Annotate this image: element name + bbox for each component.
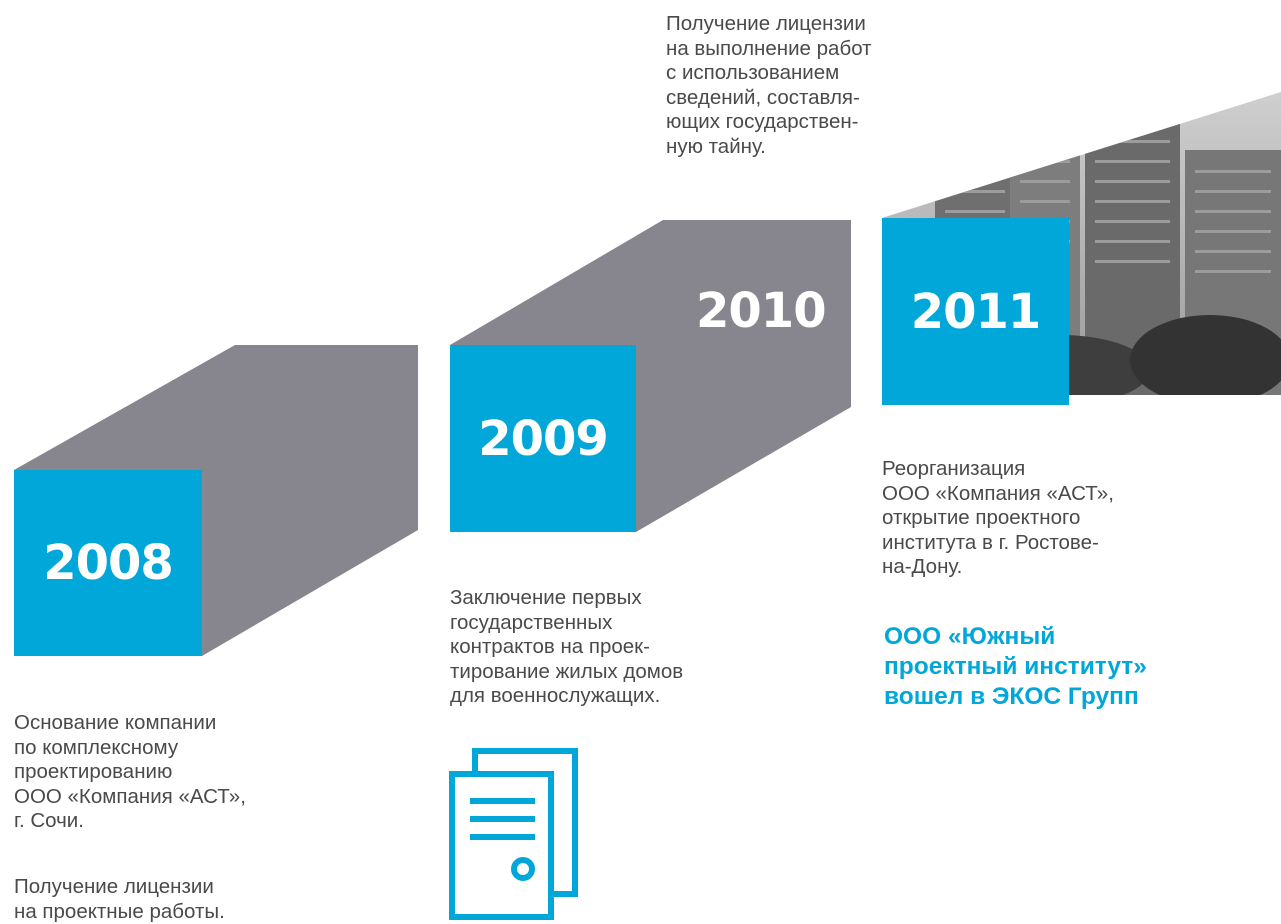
desc-2010: Получение лицензии на выполнение работ с…	[666, 12, 872, 158]
document-icon	[449, 748, 578, 920]
year-2009: 2009	[450, 345, 636, 532]
band-2009	[450, 220, 851, 532]
year-2011: 2011	[882, 218, 1069, 405]
desc-2011: Реорганизация ООО «Компания «АСТ», откры…	[882, 457, 1114, 579]
desc-2008-license: Получение лицензии на проектные работы.	[14, 875, 225, 923]
year-2010: 2010	[696, 283, 827, 339]
highlight-2011: ООО «Южный проектный институт» вошел в Э…	[884, 623, 1147, 710]
year-2008: 2008	[14, 470, 202, 656]
desc-2008: Основание компании по комплексному проек…	[14, 711, 246, 833]
desc-2009: Заключение первых государственных контра…	[450, 586, 684, 708]
band-2008	[14, 345, 418, 656]
